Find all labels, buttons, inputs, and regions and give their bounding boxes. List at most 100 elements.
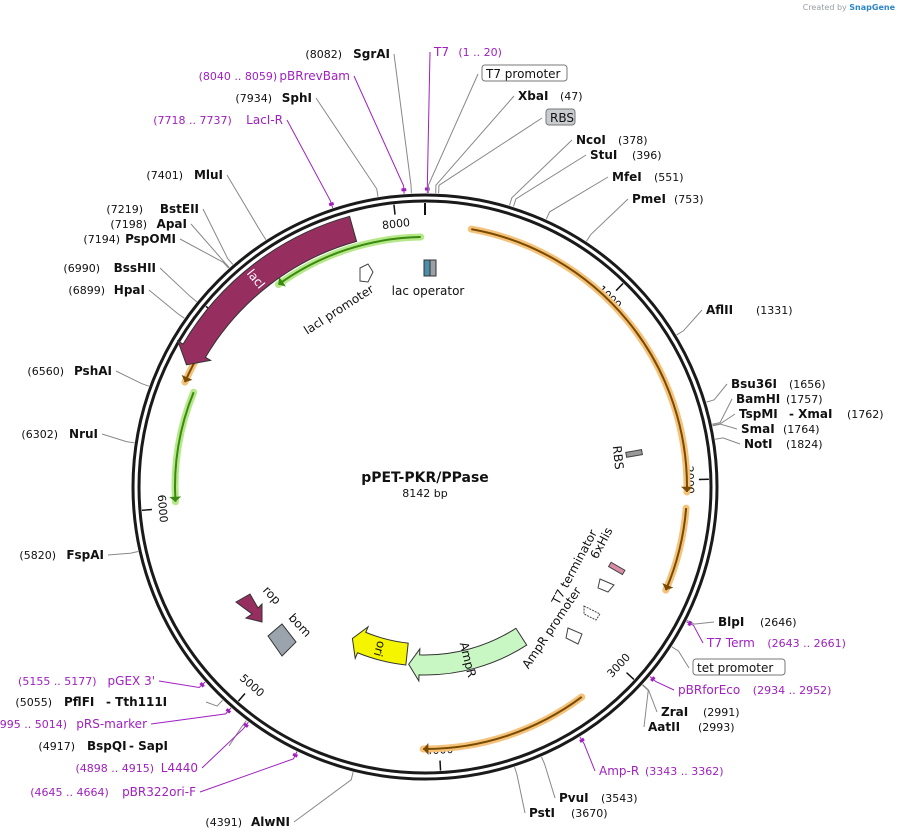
leader-line [293, 771, 354, 823]
feature-name: RBS [550, 111, 574, 125]
enzyme-name: PvuI [559, 791, 589, 805]
lac-operator-glyph-b [429, 259, 437, 277]
label-bamhi: BamHI(1757) [736, 392, 823, 406]
site-position: (5055) [15, 696, 52, 709]
leader-line [706, 383, 728, 403]
enzyme-name: NcoI [576, 133, 606, 147]
orf-arrowhead [169, 496, 182, 502]
ruler-label: 5000 [237, 672, 267, 700]
enzyme-name-2: - Tth111I [106, 695, 167, 709]
created-by-text: Created by [802, 3, 847, 12]
label-pbrforeco: pBRforEco(2934 .. 2952) [678, 683, 831, 697]
enzyme-name: ZraI [661, 705, 688, 719]
label-pgex-3-: pGEX 3'(5155 .. 5177) [18, 674, 155, 688]
label-bsshii: BssHII(6990) [63, 261, 156, 275]
site-position: (5820) [19, 549, 56, 562]
label-bspqi: (4917)BspQI- SapI [38, 739, 168, 753]
rbs-label: RBS [610, 445, 626, 470]
orf-arc [423, 696, 583, 750]
enzyme-name: MluI [194, 168, 223, 182]
site-position: (7219) [106, 203, 143, 216]
rop-glyph [235, 593, 263, 623]
leader-line [199, 751, 298, 793]
enzyme-name: BamHI [736, 392, 780, 406]
site-position: (3670) [571, 807, 608, 820]
site-position: (6990) [63, 262, 100, 275]
site-position: (7198) [110, 218, 147, 231]
orf-arc [664, 508, 688, 591]
orf-arc [471, 228, 688, 492]
enzyme-name: Bsu36I [731, 377, 777, 391]
label-alwni: AlwNI(4391) [205, 815, 290, 829]
label-smai: SmaI(1764) [741, 422, 820, 436]
orf-arrowhead [662, 583, 674, 591]
leader-line [512, 154, 587, 207]
leader-line [642, 684, 658, 713]
leader-line [676, 309, 703, 336]
leader-line [150, 707, 232, 725]
label-apai: ApaI(7198) [110, 217, 187, 231]
feature-laci-arrow [176, 215, 358, 366]
leader-line [202, 208, 234, 265]
bom-glyph [267, 623, 297, 657]
primer-name: T7 Term [706, 636, 755, 650]
label-pshai: PshAI(6560) [27, 364, 112, 378]
label-t7-promoter: T7 promoter [481, 64, 568, 82]
enzyme-name: PflFI [64, 695, 94, 709]
site-position: (1656) [789, 378, 826, 391]
label-tet-promoter: tet promoter [692, 658, 786, 676]
label-amp-r: Amp-R(3343 .. 3362) [599, 764, 724, 778]
label-stui: StuI(396) [590, 148, 662, 162]
enzyme-name: SphI [282, 91, 312, 105]
site-position: (2991) [703, 706, 740, 719]
rbs-glyph [625, 449, 643, 458]
label-bsu36i: Bsu36I (1656) [731, 377, 826, 391]
feature-name: T7 promoter [485, 67, 561, 81]
label-aatii: AatII(2993) [648, 720, 735, 734]
site-position: (5155 .. 5177) [18, 675, 97, 688]
primer-mark [292, 752, 299, 758]
leader-line [148, 289, 185, 319]
site-position: (396) [632, 149, 662, 162]
site-position: (378) [618, 134, 648, 147]
enzyme-name: PshAI [74, 364, 112, 378]
orf-arrowhead [181, 374, 193, 383]
feature-ampr-arrow [408, 627, 528, 683]
rop-label: rop [260, 583, 284, 607]
ampr-promoter-glyph [565, 627, 583, 645]
leader-line [101, 433, 135, 444]
label-rbs: RBS [545, 108, 576, 126]
primer-name: pBRrevBam [279, 69, 350, 83]
feature-name: tet promoter [697, 661, 773, 675]
primer-mark [579, 737, 585, 743]
leader-line [228, 720, 247, 747]
label-pvui: PvuI(3543) [559, 791, 638, 805]
snapgene-logo: SnapGene [849, 3, 895, 12]
laci-promoter-label: lacI promoter [301, 282, 376, 338]
enzyme-name: TspMI [739, 407, 778, 421]
enzyme-name: BstEII [160, 202, 199, 216]
primer-name: pRS-marker [76, 717, 147, 731]
t7-terminator-glyph [597, 578, 615, 593]
leader-line [514, 766, 526, 814]
label-tspmi: TspMI- XmaI(1762) [739, 407, 884, 421]
leader-line [671, 646, 690, 669]
feature-box [481, 64, 568, 82]
ruler-tick [393, 204, 396, 215]
site-position: (7401) [146, 169, 183, 182]
site-position: (8082) [305, 48, 342, 61]
ruler-tick [615, 282, 624, 292]
leader-line [179, 238, 229, 269]
orf-arc [277, 236, 421, 286]
lac-operator-label: lac operator [392, 284, 465, 298]
primer-mark [225, 708, 232, 714]
orf-arrowhead [278, 276, 286, 287]
site-position: (6302) [21, 428, 58, 441]
leader-line [158, 680, 206, 688]
feature-ori-label: ori [371, 639, 389, 658]
site-position: (1 .. 20) [458, 46, 502, 59]
label-zrai: ZraI (2991) [661, 705, 740, 719]
leader-line [641, 684, 649, 728]
leader-line [393, 53, 412, 194]
primer-mark [650, 676, 656, 682]
